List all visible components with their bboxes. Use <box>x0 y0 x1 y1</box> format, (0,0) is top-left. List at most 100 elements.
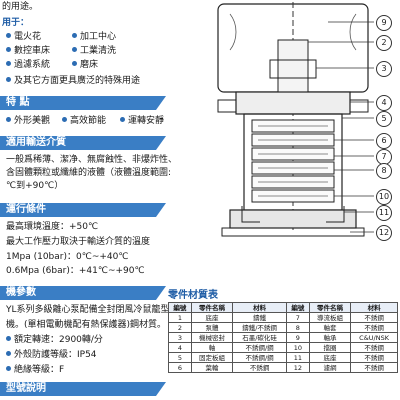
table-cell: 不銹鋼/鋼 <box>232 352 287 363</box>
motor-line-1: YL系列多級離心泵配備全封閉風冷鼠籠型 <box>6 305 170 315</box>
table-cell: 軸套 <box>308 322 352 333</box>
table-cell: 導流板組 <box>308 312 352 323</box>
callout-12: 12 <box>376 225 392 241</box>
bullet-icon <box>6 366 11 371</box>
run-line-3: 1Mpa (10bar)：0℃~+40℃ <box>6 252 129 262</box>
table-cell: 3 <box>168 332 192 343</box>
callout-4: 4 <box>376 95 392 111</box>
motor-line-4: 外殼防護等級：IP54 <box>6 350 97 361</box>
col-header: 零件名稱 <box>308 302 352 313</box>
callout-10: 10 <box>376 189 392 205</box>
col-header: 材料 <box>350 302 398 313</box>
run-line-1: 最高環境溫度：+50℃ <box>6 222 99 232</box>
callout-3: 3 <box>376 61 392 77</box>
media-heading: 適用輸送介質 <box>0 136 166 150</box>
callout-5: 5 <box>376 111 392 127</box>
media-line-3: ℃到+90℃） <box>6 181 64 191</box>
table-cell: 葉輪 <box>190 362 234 373</box>
table-cell: 8 <box>285 322 310 333</box>
callout-6: 6 <box>376 133 392 149</box>
table-cell: 不銹鋼 <box>350 362 398 373</box>
callout-8: 8 <box>376 163 392 179</box>
feature-1: 外形美觀 <box>6 116 50 127</box>
col-header: 材料 <box>232 302 287 313</box>
apply-row-2b: 工業清洗 <box>72 46 116 57</box>
table-cell: 4 <box>168 342 192 353</box>
table-cell: 不銹鋼 <box>350 322 398 333</box>
feature-2: 高效節能 <box>62 116 106 127</box>
table-row: 2 泵體 鑄鐵/不銹鋼 8 軸套 不銹鋼 <box>168 322 398 333</box>
table-row: 6 葉輪 不銹鋼 12 濾網 不銹鋼 <box>168 362 398 373</box>
parts-material-table: 編號 零件名稱 材料 編號 零件名稱 材料 1 底座 鑄鐵 7 導流板組 不銹鋼… <box>168 302 398 373</box>
table-cell: 底座 <box>308 352 352 363</box>
motor-heading: 機參數 <box>0 286 166 300</box>
table-cell: 不銹鋼 <box>350 312 398 323</box>
apply-row-2: 數控車床 <box>6 46 50 57</box>
table-cell: 濾網 <box>308 362 352 373</box>
bullet-icon <box>120 117 125 122</box>
bullet-icon <box>6 61 11 66</box>
table-cell: 10 <box>285 342 310 353</box>
table-cell: 6 <box>168 362 192 373</box>
table-cell: 軸承 <box>308 332 352 343</box>
table-cell: 擋圈 <box>308 342 352 353</box>
pump-cross-section-diagram <box>217 2 374 237</box>
bullet-icon <box>6 77 11 82</box>
apply-row-3b: 磨床 <box>72 60 98 71</box>
motor-line-2: 機。(單相電動機配有熱保護器)鋼材質。 <box>6 320 167 330</box>
table-cell: 2 <box>168 322 192 333</box>
table-cell: 12 <box>285 362 310 373</box>
feature-3: 運轉安靜 <box>120 116 164 127</box>
table-row: 3 機械密封 石墨/碳化硅 9 軸承 C&U/NSK <box>168 332 398 343</box>
model-heading: 型號說明 <box>0 382 166 396</box>
table-cell: 底座 <box>190 312 234 323</box>
bullet-icon <box>72 61 77 66</box>
bullet-icon <box>6 117 11 122</box>
features-heading: 特 點 <box>0 96 166 110</box>
bullet-icon <box>6 336 11 341</box>
bullet-icon <box>6 351 11 356</box>
bullet-icon <box>6 33 11 38</box>
apply-row-1: 電火花 <box>6 32 41 43</box>
bullet-icon <box>6 47 11 52</box>
motor-line-3: 額定轉速：2900轉/分 <box>6 335 103 346</box>
table-cell: 1 <box>168 312 192 323</box>
intro-tail: 的用途。 <box>2 2 39 12</box>
table-cell: 7 <box>285 312 310 323</box>
table-row: 1 底座 鑄鐵 7 導流板組 不銹鋼 <box>168 312 398 323</box>
table-cell: 固定板組 <box>190 352 234 363</box>
table-cell: 軸 <box>190 342 234 353</box>
col-header: 編號 <box>168 302 192 313</box>
table-cell: 11 <box>285 352 310 363</box>
table-row: 4 軸 不銹鋼/鋼 10 擋圈 不銹鋼 <box>168 342 398 353</box>
bullet-icon <box>72 33 77 38</box>
callout-11: 11 <box>376 205 392 221</box>
bullet-icon <box>72 47 77 52</box>
table-cell: 機械密封 <box>190 332 234 343</box>
media-line-1: 一般爲稀薄、潔净、無腐蝕性、非爆炸性、 <box>6 155 178 165</box>
apply-heading: 用于： <box>2 18 30 28</box>
table-header-row: 編號 零件名稱 材料 編號 零件名稱 材料 <box>168 302 398 313</box>
callout-2: 2 <box>376 35 392 51</box>
table-cell: 9 <box>285 332 310 343</box>
table-cell: 5 <box>168 352 192 363</box>
table-cell: 石墨/碳化硅 <box>232 332 287 343</box>
table-cell: 泵體 <box>190 322 234 333</box>
col-header: 零件名稱 <box>190 302 234 313</box>
table-cell: 鑄鐵/不銹鋼 <box>232 322 287 333</box>
callout-9: 9 <box>376 15 392 31</box>
apply-row-1b: 加工中心 <box>72 32 116 43</box>
col-header: 編號 <box>285 302 310 313</box>
bullet-icon <box>62 117 67 122</box>
table-cell: 不銹鋼 <box>350 342 398 353</box>
table-cell: C&U/NSK <box>350 332 398 343</box>
table-cell: 不銹鋼/鋼 <box>232 342 287 353</box>
apply-note: 及其它方面更具廣泛的特殊用途 <box>6 76 140 87</box>
table-cell: 不銹鋼 <box>232 362 287 373</box>
run-heading: 運行條件 <box>0 203 166 217</box>
run-line-2: 最大工作壓力取決于輸送介質的溫度 <box>6 237 151 247</box>
table-cell: 不銹鋼 <box>350 352 398 363</box>
motor-line-5: 絶緣等級：F <box>6 365 64 376</box>
table-row: 5 固定板組 不銹鋼/鋼 11 底座 不銹鋼 <box>168 352 398 363</box>
table-cell: 鑄鐵 <box>232 312 287 323</box>
